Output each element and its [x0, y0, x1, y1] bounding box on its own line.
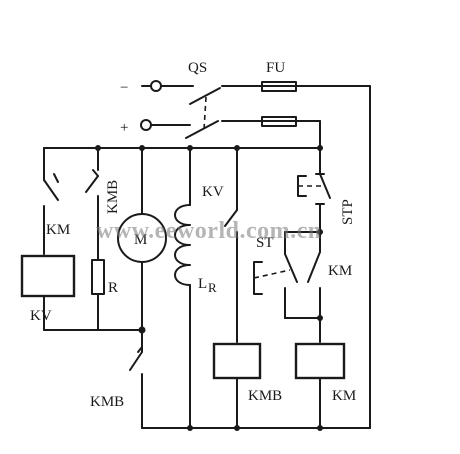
plus-label: +: [120, 120, 128, 136]
kmb-coil-branch: [212, 147, 262, 429]
km-branch-left: [20, 147, 143, 331]
field-winding: [174, 204, 191, 286]
qs-switch: [185, 87, 221, 139]
kmb-resistor-branch: [85, 147, 105, 331]
fu-label: FU: [266, 60, 285, 76]
stp-label: STP: [340, 199, 356, 225]
qs-label: QS: [188, 60, 207, 76]
resistor: [91, 259, 105, 295]
fuses: [221, 81, 371, 149]
kmb-coil-label: KMB: [248, 388, 282, 404]
st-label: ST: [256, 235, 274, 251]
motor-branch: [117, 147, 167, 429]
kv-contact-label: KV: [202, 184, 224, 200]
field-winding-label: L: [198, 276, 207, 292]
kmb-contact-bottom-label: KMB: [90, 394, 124, 410]
km-contact-left-label: KM: [46, 222, 70, 238]
kv-coil: [20, 254, 76, 298]
kmb-contact-top-label: KMB: [105, 180, 121, 214]
minus-label: −: [120, 80, 128, 96]
field-winding-branch: [174, 147, 191, 429]
field-winding-sub-label: R: [208, 280, 217, 295]
plus-terminal: [140, 119, 152, 131]
power-input: [140, 80, 194, 131]
watermark: www.eeworld.com.cn: [96, 218, 322, 244]
resistor-label: R: [108, 280, 118, 296]
km-contact-right-label: KM: [328, 263, 352, 279]
kv-coil-label: KV: [30, 308, 52, 324]
motor-label: M: [134, 232, 147, 248]
kmb-coil: [212, 342, 262, 380]
km-coil-label: KM: [332, 388, 356, 404]
start-hold-branch: [253, 231, 346, 429]
stp-button: [297, 147, 331, 233]
minus-terminal: [150, 80, 162, 92]
km-coil: [294, 342, 346, 380]
